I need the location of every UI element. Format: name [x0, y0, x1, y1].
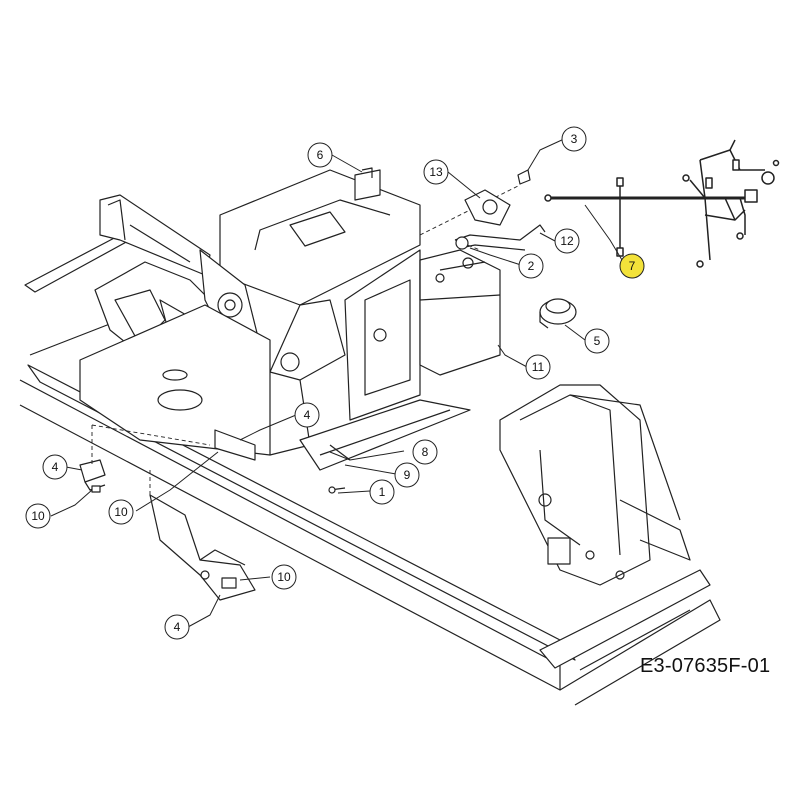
callout-9-label: 9 [404, 468, 411, 482]
callout-10-right[interactable]: 10 [271, 564, 297, 590]
callout-9[interactable]: 9 [394, 462, 420, 488]
callout-4-bottom-label: 4 [174, 620, 181, 634]
front-bracket-upper [99, 194, 211, 276]
battery-plate [299, 399, 471, 471]
callout-10-mid-label: 10 [114, 505, 128, 519]
floor-pan [79, 304, 271, 461]
callout-1[interactable]: 1 [369, 479, 395, 505]
callout-7[interactable]: 7 [619, 253, 645, 279]
wire-harness [544, 139, 780, 268]
hood-bracket-right [499, 384, 691, 586]
key-switch [354, 167, 381, 201]
switch-block-left [79, 459, 106, 493]
bolt [517, 169, 531, 185]
callout-2[interactable]: 2 [518, 253, 544, 279]
callout-4-center[interactable]: 4 [294, 402, 320, 428]
callout-13[interactable]: 13 [423, 159, 449, 185]
callout-3-label: 3 [571, 132, 578, 146]
callouts: 6 3 13 12 2 7 5 11 4 8 9 1 4 10 10 [25, 126, 645, 640]
callout-13-label: 13 [429, 165, 443, 179]
callout-8[interactable]: 8 [412, 439, 438, 465]
callout-6-label: 6 [317, 148, 324, 162]
callout-3[interactable]: 3 [561, 126, 587, 152]
callout-1-label: 1 [379, 485, 386, 499]
callout-10-mid[interactable]: 10 [108, 499, 134, 525]
callout-5-label: 5 [594, 334, 601, 348]
callout-10-left-label: 10 [31, 509, 45, 523]
reference-lines [91, 184, 521, 495]
callout-5[interactable]: 5 [584, 328, 610, 354]
leader-lines [50, 138, 626, 628]
callout-11[interactable]: 11 [525, 354, 551, 380]
callout-2-label: 2 [528, 259, 535, 273]
callout-6[interactable]: 6 [307, 142, 333, 168]
screw [328, 486, 346, 494]
battery [419, 249, 501, 376]
frame-rail-right [539, 569, 721, 706]
drawing-code: E3-07635F-01 [640, 655, 771, 677]
callout-12-label: 12 [560, 234, 574, 248]
callout-12[interactable]: 12 [554, 228, 580, 254]
lower-bracket [149, 494, 256, 601]
battery-cable [454, 224, 546, 251]
callout-10-right-label: 10 [277, 570, 291, 584]
callout-7-label: 7 [629, 259, 636, 273]
callout-8-label: 8 [422, 445, 429, 459]
callout-4-left-label: 4 [52, 460, 59, 474]
round-switch [539, 298, 577, 329]
callout-4-left[interactable]: 4 [42, 454, 68, 480]
solenoid [464, 189, 511, 226]
callout-10-left[interactable]: 10 [25, 503, 51, 529]
callout-11-label: 11 [532, 360, 545, 374]
callout-4-bottom[interactable]: 4 [164, 614, 190, 640]
callout-4-center-label: 4 [304, 408, 311, 422]
